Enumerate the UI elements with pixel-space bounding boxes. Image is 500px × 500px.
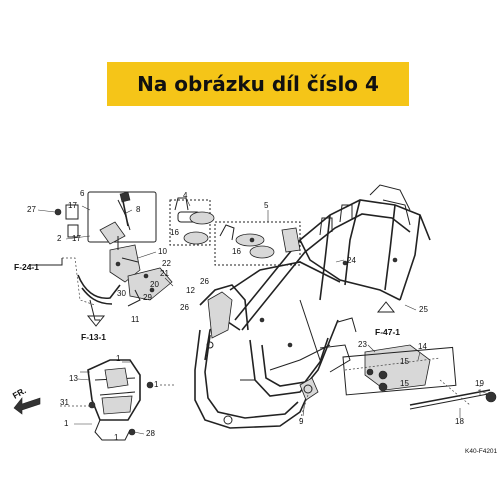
callout-29: 29 bbox=[143, 293, 152, 302]
callout-1-d: 1 bbox=[114, 433, 119, 442]
callout-23: 23 bbox=[358, 340, 367, 349]
callout-27: 27 bbox=[27, 205, 36, 214]
callout-15: 15 bbox=[400, 357, 409, 366]
front-label: FR. bbox=[11, 385, 28, 401]
ref-arrows bbox=[13, 258, 396, 415]
lower-left-bracket bbox=[60, 359, 175, 441]
callout-1-c: 1 bbox=[64, 419, 69, 428]
callout-26: 26 bbox=[200, 277, 209, 286]
callout-19: 19 bbox=[475, 379, 484, 388]
callout-11: 11 bbox=[131, 315, 140, 324]
callouts: 6 27 17 8 2 17 10 22 21 20 12 30 29 11 2… bbox=[11, 189, 498, 455]
callout-1: 1 bbox=[116, 354, 121, 363]
callout-20: 20 bbox=[150, 280, 159, 289]
ref-f47-1: F-47-1 bbox=[375, 327, 400, 337]
left-bracket-assembly bbox=[54, 191, 157, 283]
callout-1-b: 1 bbox=[154, 380, 159, 389]
banner-text: Na obrázku díl číslo 4 bbox=[137, 72, 379, 96]
callout-21: 21 bbox=[160, 269, 169, 278]
leader-lines bbox=[37, 197, 489, 435]
callout-14: 14 bbox=[418, 342, 427, 351]
callout-12: 12 bbox=[186, 286, 195, 295]
part-number-banner: Na obrázku díl číslo 4 bbox=[107, 62, 409, 106]
callout-17-b: 17 bbox=[72, 234, 81, 243]
step-bracket-assembly bbox=[342, 344, 497, 410]
drawing-code: K40-F4201 bbox=[465, 448, 498, 455]
callout-28: 28 bbox=[146, 429, 155, 438]
callout-31: 31 bbox=[60, 398, 69, 407]
ref-f13-1: F-13-1 bbox=[81, 332, 106, 342]
callout-4: 4 bbox=[183, 191, 188, 200]
callout-9: 9 bbox=[299, 417, 304, 426]
callout-16: 16 bbox=[170, 228, 179, 237]
part-5-mounts[interactable] bbox=[214, 221, 301, 266]
callout-8: 8 bbox=[136, 205, 141, 214]
callout-6: 6 bbox=[80, 189, 85, 198]
callout-15-b: 15 bbox=[400, 379, 409, 388]
part-4-mounts[interactable] bbox=[169, 197, 215, 246]
callout-26-b: 26 bbox=[180, 303, 189, 312]
callout-30: 30 bbox=[117, 289, 126, 298]
callout-16-b: 16 bbox=[232, 247, 241, 256]
callout-5: 5 bbox=[264, 201, 269, 210]
frame-body bbox=[194, 184, 431, 429]
callout-13: 13 bbox=[69, 374, 78, 383]
callout-18: 18 bbox=[455, 417, 464, 426]
callout-17: 17 bbox=[68, 201, 77, 210]
callout-2: 2 bbox=[57, 234, 62, 243]
side-hose-assembly bbox=[62, 257, 173, 321]
ref-f24-1: F-24-1 bbox=[14, 262, 39, 272]
callout-25: 25 bbox=[419, 305, 428, 314]
callout-22: 22 bbox=[162, 259, 171, 268]
callout-24: 24 bbox=[347, 256, 356, 265]
callout-10: 10 bbox=[158, 247, 167, 256]
